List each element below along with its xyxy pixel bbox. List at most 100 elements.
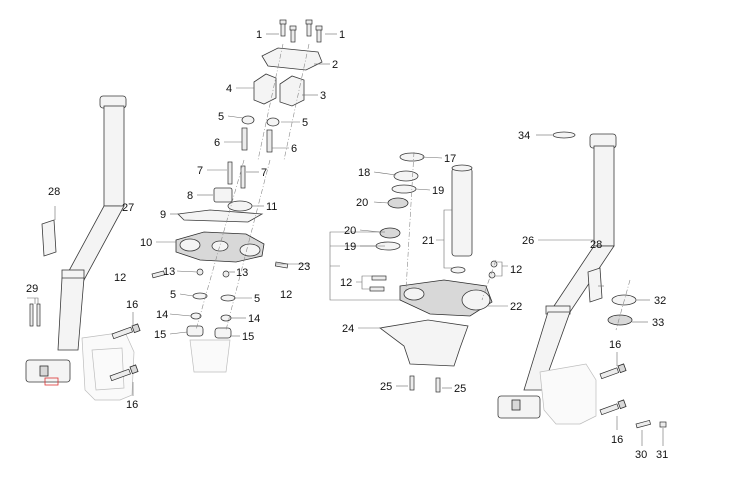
callout-34: 34 <box>518 130 530 142</box>
leader-lines <box>27 33 664 446</box>
bolt-12-centre-b <box>369 286 385 292</box>
callout-26: 26 <box>522 235 534 247</box>
ring-17 <box>399 152 425 162</box>
callout-14b: 14 <box>248 313 260 325</box>
callout-7b: 7 <box>261 167 267 179</box>
callout-8: 8 <box>187 190 193 202</box>
callout-2: 2 <box>332 59 338 71</box>
callout-31: 31 <box>656 449 668 461</box>
nut-13b <box>222 270 230 278</box>
ring-11 <box>227 200 253 212</box>
callout-12d: 12 <box>510 264 522 276</box>
cap-31 <box>659 421 667 428</box>
callout-24: 24 <box>342 323 354 335</box>
callout-12c: 12 <box>340 277 352 289</box>
callout-12a: 12 <box>114 272 126 284</box>
callout-5a: 5 <box>218 111 224 123</box>
seal-33 <box>607 314 633 326</box>
callout-labels: 1 1 2 4 3 5 5 6 6 7 7 8 11 9 10 12 13 13… <box>26 29 668 461</box>
bush-15b <box>214 327 232 339</box>
handlebar-riser-right <box>279 75 305 107</box>
plate-9 <box>177 209 264 223</box>
nut-13a <box>196 268 204 276</box>
callout-19a: 19 <box>432 185 444 197</box>
callout-29: 29 <box>26 283 38 295</box>
callout-25a: 25 <box>380 381 392 393</box>
handlebar-clamp-cap <box>261 47 323 71</box>
callout-27: 27 <box>122 202 134 214</box>
callout-13a: 13 <box>163 266 175 278</box>
callout-28a: 28 <box>48 186 60 198</box>
callout-15b: 15 <box>242 331 254 343</box>
right-fork-leg <box>497 133 617 425</box>
bolt-12-centre-a <box>371 275 387 281</box>
callout-18: 18 <box>358 167 370 179</box>
bracket-24 <box>379 319 469 367</box>
screw-7a <box>227 161 233 185</box>
stud-6b <box>266 129 273 153</box>
fork-sleeve-left <box>41 219 57 257</box>
screw-7b <box>240 165 246 189</box>
steering-nut-8 <box>213 187 233 203</box>
left-fork-leg <box>25 95 135 401</box>
callout-28b: 28 <box>590 239 602 251</box>
bush-15a <box>186 325 204 337</box>
steering-tube-21 <box>450 164 473 274</box>
callout-22: 22 <box>510 301 522 313</box>
callout-1a: 1 <box>256 29 262 41</box>
bearing-20-upper <box>387 197 409 209</box>
callout-5b: 5 <box>302 117 308 129</box>
callout-16a: 16 <box>126 299 138 311</box>
upper-triple-clamp <box>175 231 265 263</box>
callout-13b: 13 <box>236 267 248 279</box>
callout-17: 17 <box>444 153 456 165</box>
callout-12b: 12 <box>280 289 292 301</box>
lower-triple-clamp <box>399 279 493 317</box>
callout-11: 11 <box>266 201 277 213</box>
callout-32: 32 <box>654 295 666 307</box>
callout-5d: 5 <box>254 293 260 305</box>
callout-7a: 7 <box>197 165 203 177</box>
handlebar-riser-left <box>253 73 277 105</box>
callout-15a: 15 <box>154 329 166 341</box>
callout-25b: 25 <box>454 383 466 395</box>
nut-12-right-a <box>490 260 498 268</box>
bearing-20-lower <box>379 227 401 239</box>
callout-9: 9 <box>160 209 166 221</box>
ring-19-upper <box>391 184 417 194</box>
bolt-12-left <box>151 270 166 279</box>
callout-5c: 5 <box>170 289 176 301</box>
callout-30: 30 <box>635 449 647 461</box>
callout-20a: 20 <box>356 197 368 209</box>
bleeder-30 <box>635 419 651 429</box>
caliper-bolt-left-lower <box>109 364 139 382</box>
nut-12-right-b <box>488 271 496 279</box>
stud-6a <box>241 127 248 151</box>
pin-29b <box>36 303 41 327</box>
callout-16d: 16 <box>611 434 623 446</box>
callout-19b: 19 <box>344 241 356 253</box>
callout-20b: 20 <box>344 225 356 237</box>
callout-16b: 16 <box>126 399 138 411</box>
caliper-bolt-right-upper <box>599 363 627 380</box>
bush-5b <box>266 117 280 127</box>
callout-16c: 16 <box>609 339 621 351</box>
seal-32 <box>611 294 637 306</box>
callout-6a: 6 <box>214 137 220 149</box>
seal-18 <box>393 170 419 182</box>
centre-lines <box>195 43 631 331</box>
bolts-1 <box>279 19 323 43</box>
callout-10: 10 <box>140 237 152 249</box>
callout-14a: 14 <box>156 309 168 321</box>
ring-34 <box>552 131 576 139</box>
callout-4: 4 <box>226 83 232 95</box>
caliper-bolt-left-upper <box>111 323 141 340</box>
callout-3: 3 <box>320 90 326 102</box>
bolt-12-mid <box>274 261 289 269</box>
callout-6b: 6 <box>291 143 297 155</box>
callout-21: 21 <box>422 235 434 247</box>
callout-33: 33 <box>652 317 664 329</box>
washer-5d <box>220 294 236 302</box>
caliper-bolt-right-lower <box>599 399 627 416</box>
